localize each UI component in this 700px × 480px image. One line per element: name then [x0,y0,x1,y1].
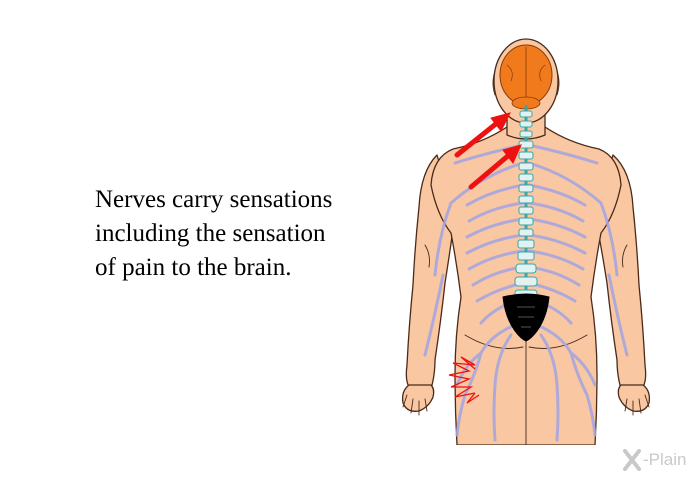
caption-line-2: including the sensation [95,220,326,247]
peripheral-nerves [423,143,629,442]
spinal-column [514,105,538,325]
sacrum [502,293,550,342]
caption-text: Nerves carry sensations including the se… [95,183,395,285]
pain-burst-icon [448,356,480,404]
pain-arrow-icon [454,112,511,158]
pain-arrows [454,112,522,190]
x-plain-logo: -Plain [622,447,686,473]
caption-line-1: Nerves carry sensations [95,186,333,213]
body-details [402,70,650,445]
nervous-system-illustration [401,38,651,445]
left-hand [401,384,435,412]
caption-line-3: of pain to the brain. [95,254,292,281]
right-hand [617,384,651,412]
x-plain-logo-icon [623,449,641,471]
brand-label: -Plain [643,450,687,469]
pain-arrow-icon [468,144,522,190]
